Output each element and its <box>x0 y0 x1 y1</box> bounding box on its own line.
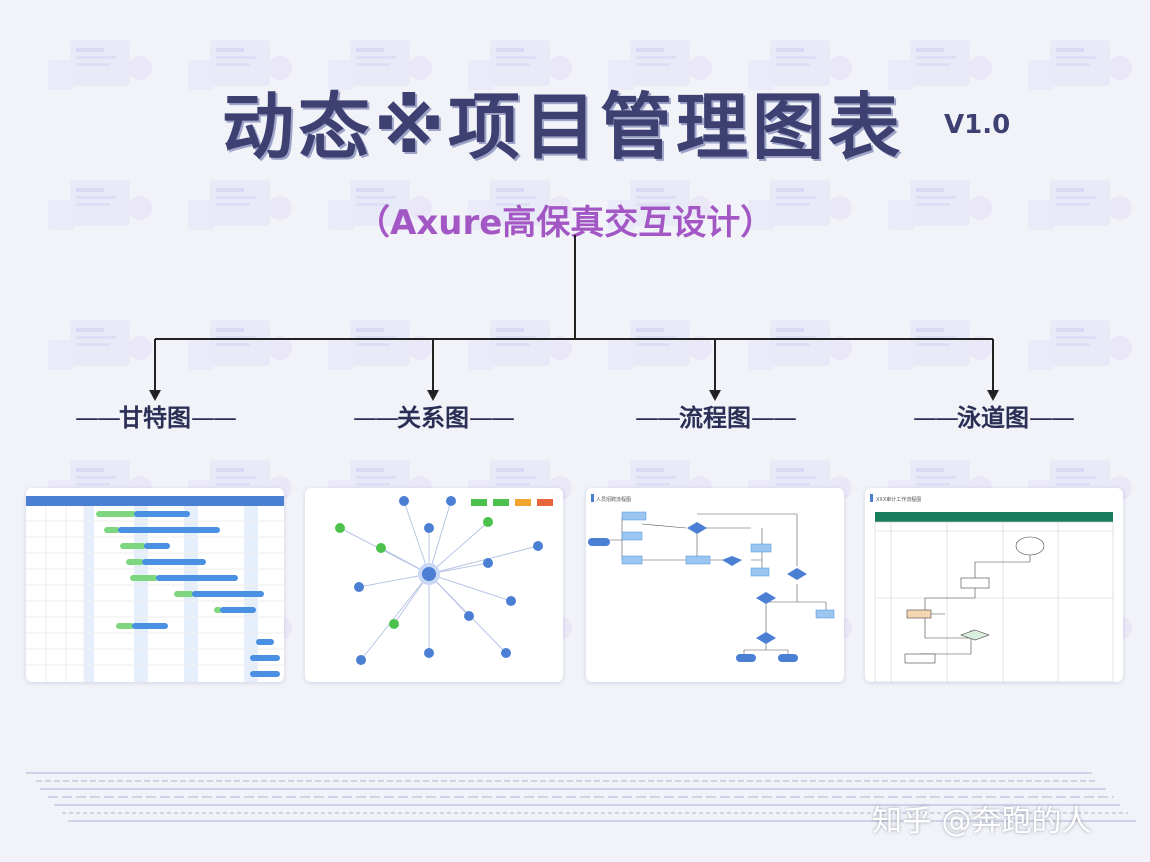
version-label: V1.0 <box>944 110 1011 140</box>
relation-graph-thumbnail[interactable] <box>305 488 563 682</box>
watermark: 知乎 @奔跑的人 <box>872 804 1092 839</box>
category-relation-label: 关系图 <box>397 404 469 432</box>
category-flow: ——流程图—— <box>635 404 797 432</box>
page-subtitle: （Axure高保真交互设计） <box>356 203 775 243</box>
flowchart-thumbnail[interactable]: 人员招聘流程图 <box>586 488 844 682</box>
footer-decoration <box>26 772 1136 822</box>
category-swimlane-label: 泳道图 <box>957 404 1029 432</box>
category-relation: ——关系图—— <box>353 404 515 432</box>
swimlane-title: XXX审计工作流程图 <box>876 496 921 503</box>
category-gantt-label: 甘特图 <box>119 404 191 432</box>
flowchart-title: 人员招聘流程图 <box>596 496 631 503</box>
flowchart-preview: 人员招聘流程图 <box>588 494 835 662</box>
gantt-preview <box>26 496 284 682</box>
relation-graph-preview <box>335 496 553 665</box>
swimlane-thumbnail[interactable]: XXX审计工作流程图 <box>865 488 1123 682</box>
gantt-thumbnail[interactable] <box>26 488 284 682</box>
swimlane-preview: XXX审计工作流程图 <box>870 494 1114 682</box>
page-title: 动态※项目管理图表 <box>222 85 904 169</box>
category-flow-label: 流程图 <box>679 404 751 432</box>
category-gantt: ——甘特图—— <box>75 404 237 432</box>
category-swimlane: ——泳道图—— <box>913 404 1075 432</box>
